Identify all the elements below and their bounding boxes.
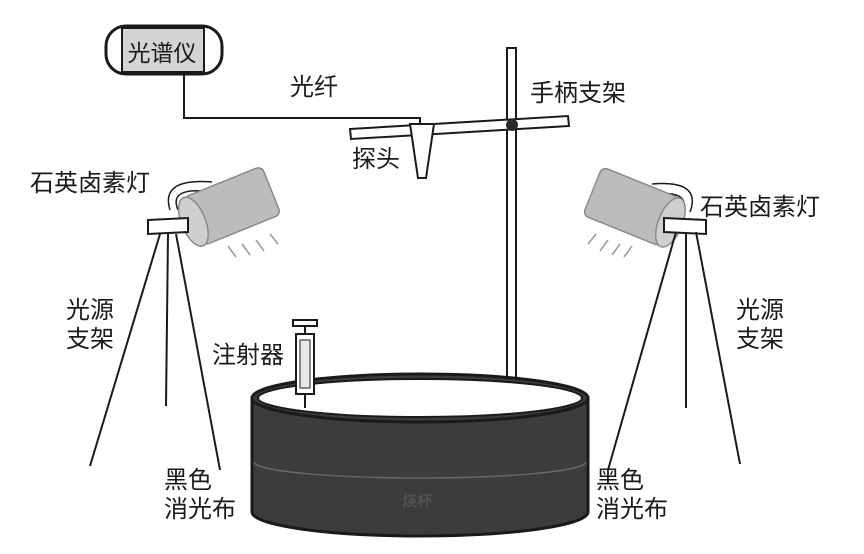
stand-clamp [506, 119, 518, 131]
syringe-label: 注射器 [212, 341, 284, 369]
syringe [292, 319, 318, 408]
handle-stand-label: 手柄支架 [530, 79, 626, 107]
light-stand-left [89, 216, 221, 471]
cloth-left-label: 黑色 消光布 [164, 466, 236, 524]
cloth-right-label: 黑色 消光布 [596, 466, 668, 524]
cloth-left-line2: 消光布 [164, 494, 236, 523]
probe-label: 探头 [352, 145, 400, 173]
beaker [250, 372, 590, 538]
fiber-label: 光纤 [290, 73, 338, 101]
lamp-right [583, 167, 694, 258]
stand-rod [506, 47, 517, 381]
light-stand-left-line2: 支架 [66, 324, 114, 353]
light-stand-right-label: 光源 支架 [736, 296, 784, 354]
light-stand-right-line2: 支架 [736, 324, 784, 353]
light-stand-right-line1: 光源 [736, 296, 784, 324]
light-stand-right [607, 216, 741, 471]
lamp-right-label: 石英卤素灯 [700, 193, 820, 221]
light-stand-left-label: 光源 支架 [66, 296, 114, 354]
optical-fiber [183, 74, 421, 126]
spectrometer [104, 24, 224, 76]
cloth-right-line1: 黑色 [596, 466, 644, 494]
stand-arm [348, 114, 571, 141]
beaker-label: 烧杯 [402, 492, 433, 510]
cloth-left-line1: 黑色 [164, 466, 212, 494]
lamp-left [167, 167, 280, 258]
probe [408, 123, 436, 179]
lamp-left-label: 石英卤素灯 [30, 169, 150, 197]
spectrometer-label: 光谱仪 [127, 41, 197, 67]
cloth-right-line2: 消光布 [596, 494, 668, 523]
light-stand-left-line1: 光源 [66, 296, 114, 324]
